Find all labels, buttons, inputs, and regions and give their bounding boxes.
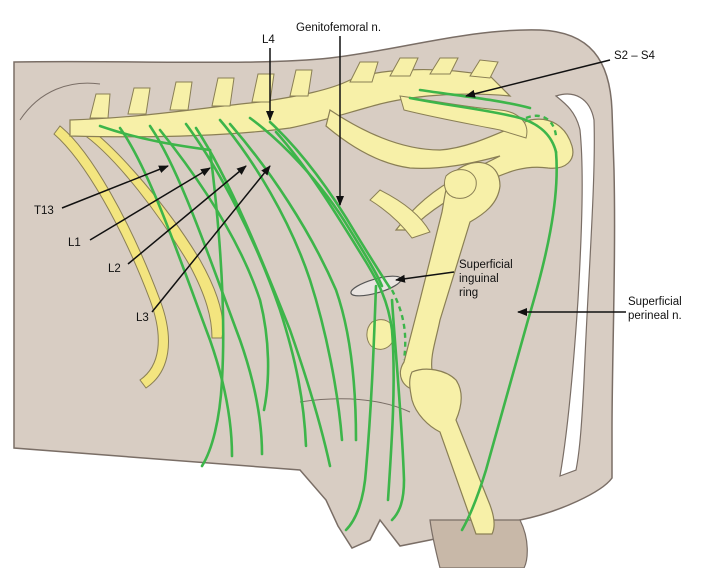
label-l4: L4 bbox=[262, 34, 275, 46]
arrow-l2 bbox=[127, 165, 247, 265]
label-l3: L3 bbox=[136, 312, 149, 324]
nerve-l2-b bbox=[194, 126, 332, 468]
label-perineal-line-1: Superficial bbox=[628, 296, 682, 308]
arrow-l3 bbox=[151, 165, 271, 313]
label-inguinal-line-3: ring bbox=[459, 287, 479, 299]
nerve-genitofemoral bbox=[274, 130, 395, 502]
spine bbox=[69, 69, 512, 138]
nerve-l1-a bbox=[148, 124, 264, 456]
arrow-s2-s4 bbox=[465, 59, 611, 98]
annotation-arrows bbox=[61, 36, 626, 316]
label-superficial-inguinal-ring: Superficial inguinal ring bbox=[459, 258, 539, 300]
nerve-scrotal-1 bbox=[344, 284, 378, 532]
arrow-t13 bbox=[61, 165, 169, 209]
arrow-l1 bbox=[89, 167, 211, 241]
nerve-l1-b bbox=[158, 128, 270, 412]
nerve-t13 bbox=[118, 126, 234, 458]
label-superficial-perineal: Superficial perineal n. bbox=[628, 295, 714, 323]
nerve-superficial-perineal bbox=[460, 150, 558, 532]
nerves bbox=[98, 88, 558, 532]
nerve-l4-a bbox=[248, 116, 384, 288]
nerves-dashed bbox=[390, 114, 558, 361]
nerve-sacral-2 bbox=[418, 88, 532, 110]
arrow-inguinal bbox=[395, 271, 455, 283]
nerve-l3-a bbox=[218, 118, 344, 442]
nerve-l2-a bbox=[184, 122, 308, 448]
sacrum-block bbox=[369, 189, 431, 239]
nerve-t13-trunk bbox=[98, 124, 212, 152]
hind-leg-lower bbox=[429, 519, 528, 568]
label-perineal-line-2: perineal n. bbox=[628, 310, 682, 322]
tail-fold bbox=[554, 93, 595, 477]
nerve-lateral-branch bbox=[200, 148, 225, 468]
nerve-sacral-1 bbox=[408, 96, 558, 154]
rib-1 bbox=[53, 125, 169, 389]
label-genitofemoral: Genitofemoral n. bbox=[296, 22, 382, 34]
label-l1: L1 bbox=[68, 237, 81, 249]
label-s2-s4: S2 – S4 bbox=[614, 50, 655, 62]
nerve-l4-b bbox=[268, 120, 392, 290]
label-inguinal-line-1: Superficial bbox=[459, 259, 513, 271]
vertebral-processes bbox=[89, 57, 499, 119]
label-inguinal-line-2: inguinal bbox=[459, 273, 499, 285]
femur-head bbox=[443, 169, 477, 199]
label-l2: L2 bbox=[108, 263, 121, 275]
abdomen-contour bbox=[19, 82, 101, 121]
nerve-scrotal-2 bbox=[390, 298, 406, 522]
label-t13: T13 bbox=[34, 205, 54, 217]
tibia bbox=[409, 368, 495, 535]
